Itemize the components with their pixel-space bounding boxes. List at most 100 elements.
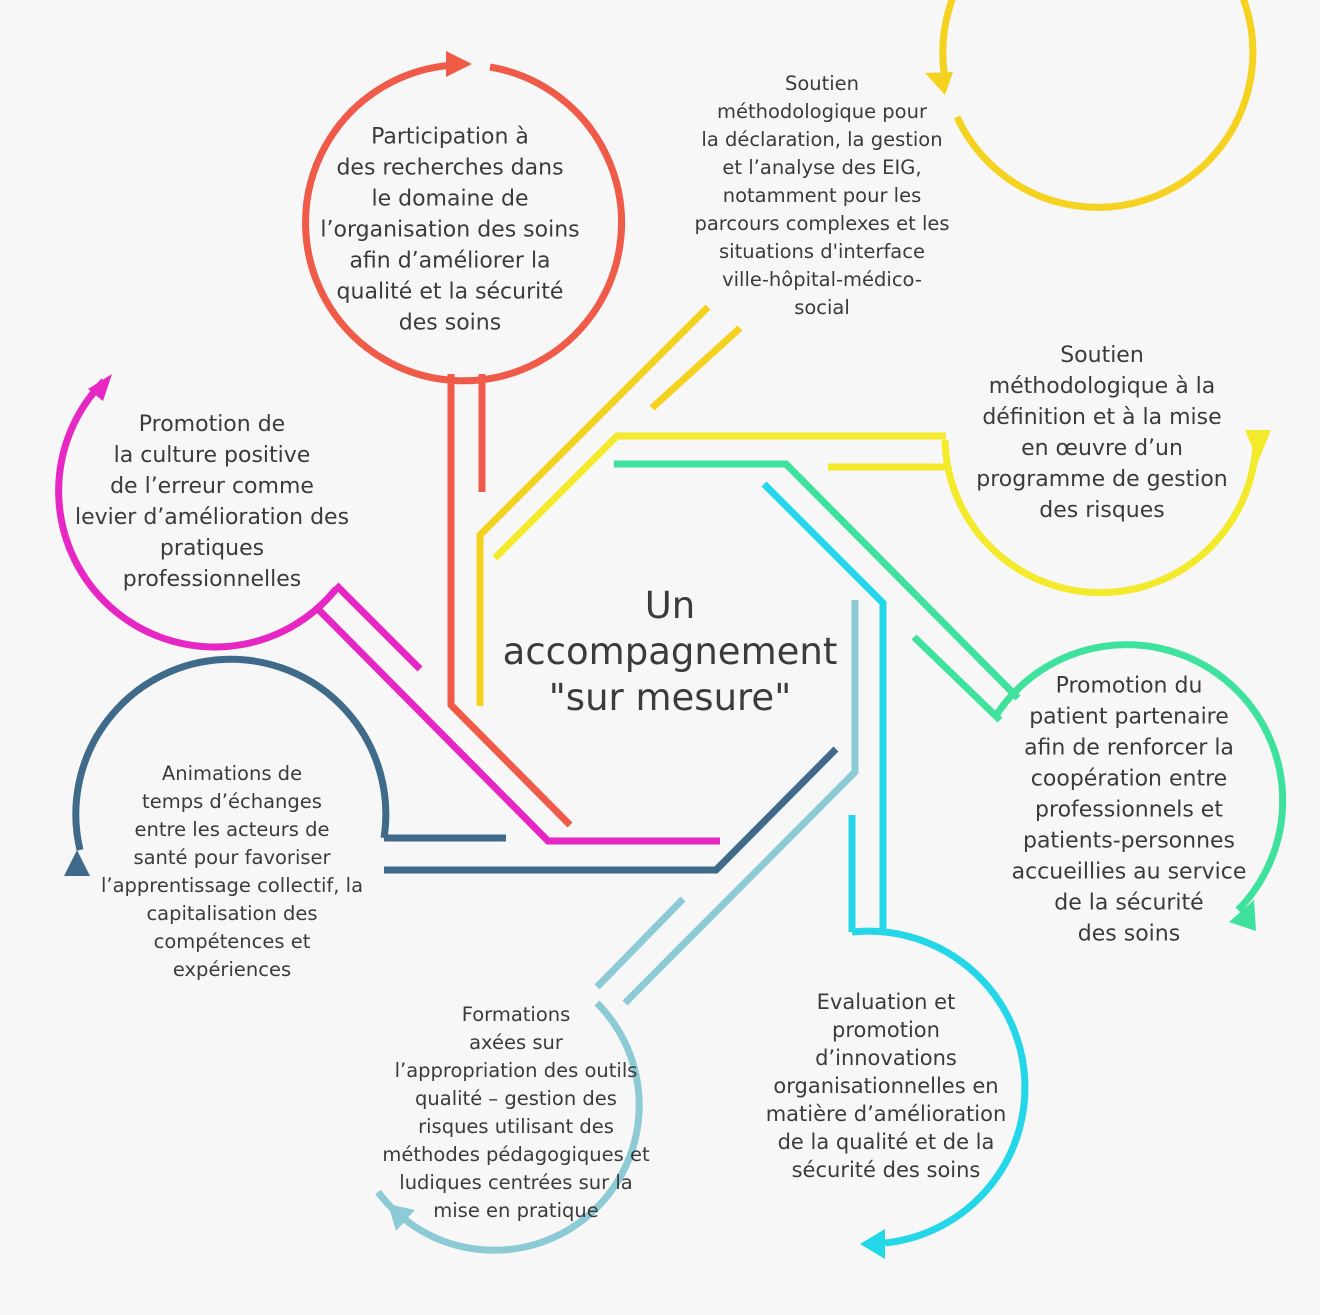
node-circle-innovations xyxy=(761,481,1029,1259)
node-text-line: Formations xyxy=(461,1003,571,1026)
connector-formations-outer xyxy=(622,600,859,1006)
node-text-line: Promotion du xyxy=(1055,673,1203,699)
connector-animations-outer xyxy=(384,746,839,874)
node-text-programme: Soutien méthodologique à la définition et … xyxy=(976,340,1227,526)
connector-innovations-outer xyxy=(761,481,887,932)
node-circle-programme xyxy=(492,430,1271,596)
node-text-line: mise en pratique xyxy=(433,1199,599,1222)
arrowhead-patient xyxy=(1229,900,1256,931)
center-title-line: Un xyxy=(644,584,696,627)
node-text-line: et l’analyse des EIG, xyxy=(722,156,922,179)
connector-culture-outer xyxy=(313,604,720,845)
connector-patient-outer xyxy=(614,460,1021,701)
node-text-line: la déclaration, la gestion xyxy=(701,128,943,151)
node-circle-culture xyxy=(55,374,720,845)
connector-formations-inner xyxy=(594,896,686,990)
node-text-line: santé pour favoriser xyxy=(133,846,331,869)
node-text-line: l’appropriation des outils xyxy=(394,1059,638,1082)
ring-formations xyxy=(375,1000,643,1254)
node-text-line: ludiques centrées sur la xyxy=(399,1171,633,1194)
node-circle-formations xyxy=(375,600,859,1254)
node-text-line: le domaine de xyxy=(371,186,529,212)
node-text-line: Animations de xyxy=(161,762,303,785)
node-text-recherche: Participation à des recherches dans le dom… xyxy=(320,122,579,339)
node-text-line: méthodes pédagogiques et xyxy=(382,1143,650,1166)
node-text-line: expériences xyxy=(172,958,292,981)
node-text-line: organisationnelles en xyxy=(773,1074,999,1098)
node-text-line: professionnels et xyxy=(1035,797,1223,823)
connector-culture-inner xyxy=(333,582,423,672)
arrowhead-programme xyxy=(1245,430,1271,462)
ring-innovations xyxy=(851,927,1029,1247)
node-text-line: qualité et la sécurité xyxy=(336,279,564,305)
arrowhead-innovations xyxy=(860,1229,885,1259)
arrowhead-culture xyxy=(88,374,112,401)
node-text-line: professionnelles xyxy=(122,567,302,592)
node-text-line: entre les acteurs de xyxy=(134,818,330,841)
node-text-line: des soins xyxy=(1077,921,1181,947)
node-text-line: des soins xyxy=(398,310,502,336)
node-text-line: ville-hôpital-médico- xyxy=(722,268,922,291)
node-text-line: Participation à xyxy=(371,124,529,150)
node-text-line: patients-personnes xyxy=(1022,828,1236,854)
ring-recherche xyxy=(302,61,626,385)
node-text-line: de la qualité et de la xyxy=(777,1130,995,1154)
node-text-line: sécurité des soins xyxy=(791,1158,981,1182)
node-text-line: coopération entre xyxy=(1030,766,1228,792)
node-text-line: afin d’améliorer la xyxy=(349,248,551,274)
ring-eig xyxy=(939,0,1257,211)
node-circle-patient xyxy=(614,460,1287,931)
node-text-line: accueillies au service xyxy=(1011,859,1247,885)
node-text-line: de l’erreur comme xyxy=(110,474,314,499)
connector-recherche-outer xyxy=(447,374,573,828)
node-text-line: temps d’échanges xyxy=(142,790,322,813)
arrowhead-formations xyxy=(388,1204,415,1231)
node-text-line: des recherches dans xyxy=(336,155,564,181)
node-text-culture: Promotion de la culture positive de l’erre… xyxy=(75,409,349,595)
node-text-line: qualité – gestion des xyxy=(415,1087,617,1110)
node-text-line: risques utilisant des xyxy=(418,1115,614,1138)
node-text-line: afin de renforcer la xyxy=(1024,735,1234,761)
node-text-formations: Formations axées sur l’appropriation des o… xyxy=(382,1001,649,1225)
connector-eig-outer xyxy=(476,304,711,706)
node-text-line: notamment pour les xyxy=(722,184,922,207)
node-text-line: parcours complexes et les xyxy=(694,212,950,235)
node-text-line: l’organisation des soins xyxy=(320,217,580,243)
node-text-line: situations d'interface xyxy=(719,240,925,263)
node-text-line: compétences et xyxy=(153,930,311,953)
node-text-line: axées sur xyxy=(469,1031,563,1054)
center-title-line: accompagnement xyxy=(502,630,838,673)
node-circle-animations xyxy=(64,655,839,876)
node-text-line: Soutien xyxy=(1060,343,1144,368)
node-text-line: d’innovations xyxy=(815,1046,957,1070)
node-text-line: la culture positive xyxy=(113,443,311,468)
arrowhead-eig xyxy=(925,72,953,95)
node-text-line: Promotion de xyxy=(138,412,286,437)
node-text-line: définition et à la mise xyxy=(982,405,1222,430)
node-circle-eig xyxy=(476,0,1257,706)
node-text-line: des risques xyxy=(1039,498,1165,523)
node-text-line: social xyxy=(794,296,850,319)
node-text-animations: Animations de temps d’échanges entre les a… xyxy=(101,760,363,984)
ring-patient xyxy=(994,641,1287,913)
ring-animations xyxy=(72,655,390,851)
node-text-line: matière d’amélioration xyxy=(765,1102,1007,1126)
node-text-line: levier d’amélioration des xyxy=(74,505,350,530)
arrowhead-animations xyxy=(64,850,90,876)
node-text-line: méthodologique à la xyxy=(988,374,1216,399)
node-text-line: en œuvre d’un xyxy=(1021,436,1183,461)
node-text-line: de la sécurité xyxy=(1054,890,1204,916)
connector-patient-inner xyxy=(911,634,1003,723)
node-text-line: programme de gestion xyxy=(976,467,1228,492)
arrowhead-recherche xyxy=(446,51,472,77)
node-text-line: capitalisation des xyxy=(146,902,318,925)
node-circle-recherche xyxy=(302,51,626,828)
node-text-line: Evaluation et xyxy=(816,990,956,1014)
connector-eig-inner xyxy=(649,325,743,411)
center-title-line: "sur mesure" xyxy=(548,676,792,719)
